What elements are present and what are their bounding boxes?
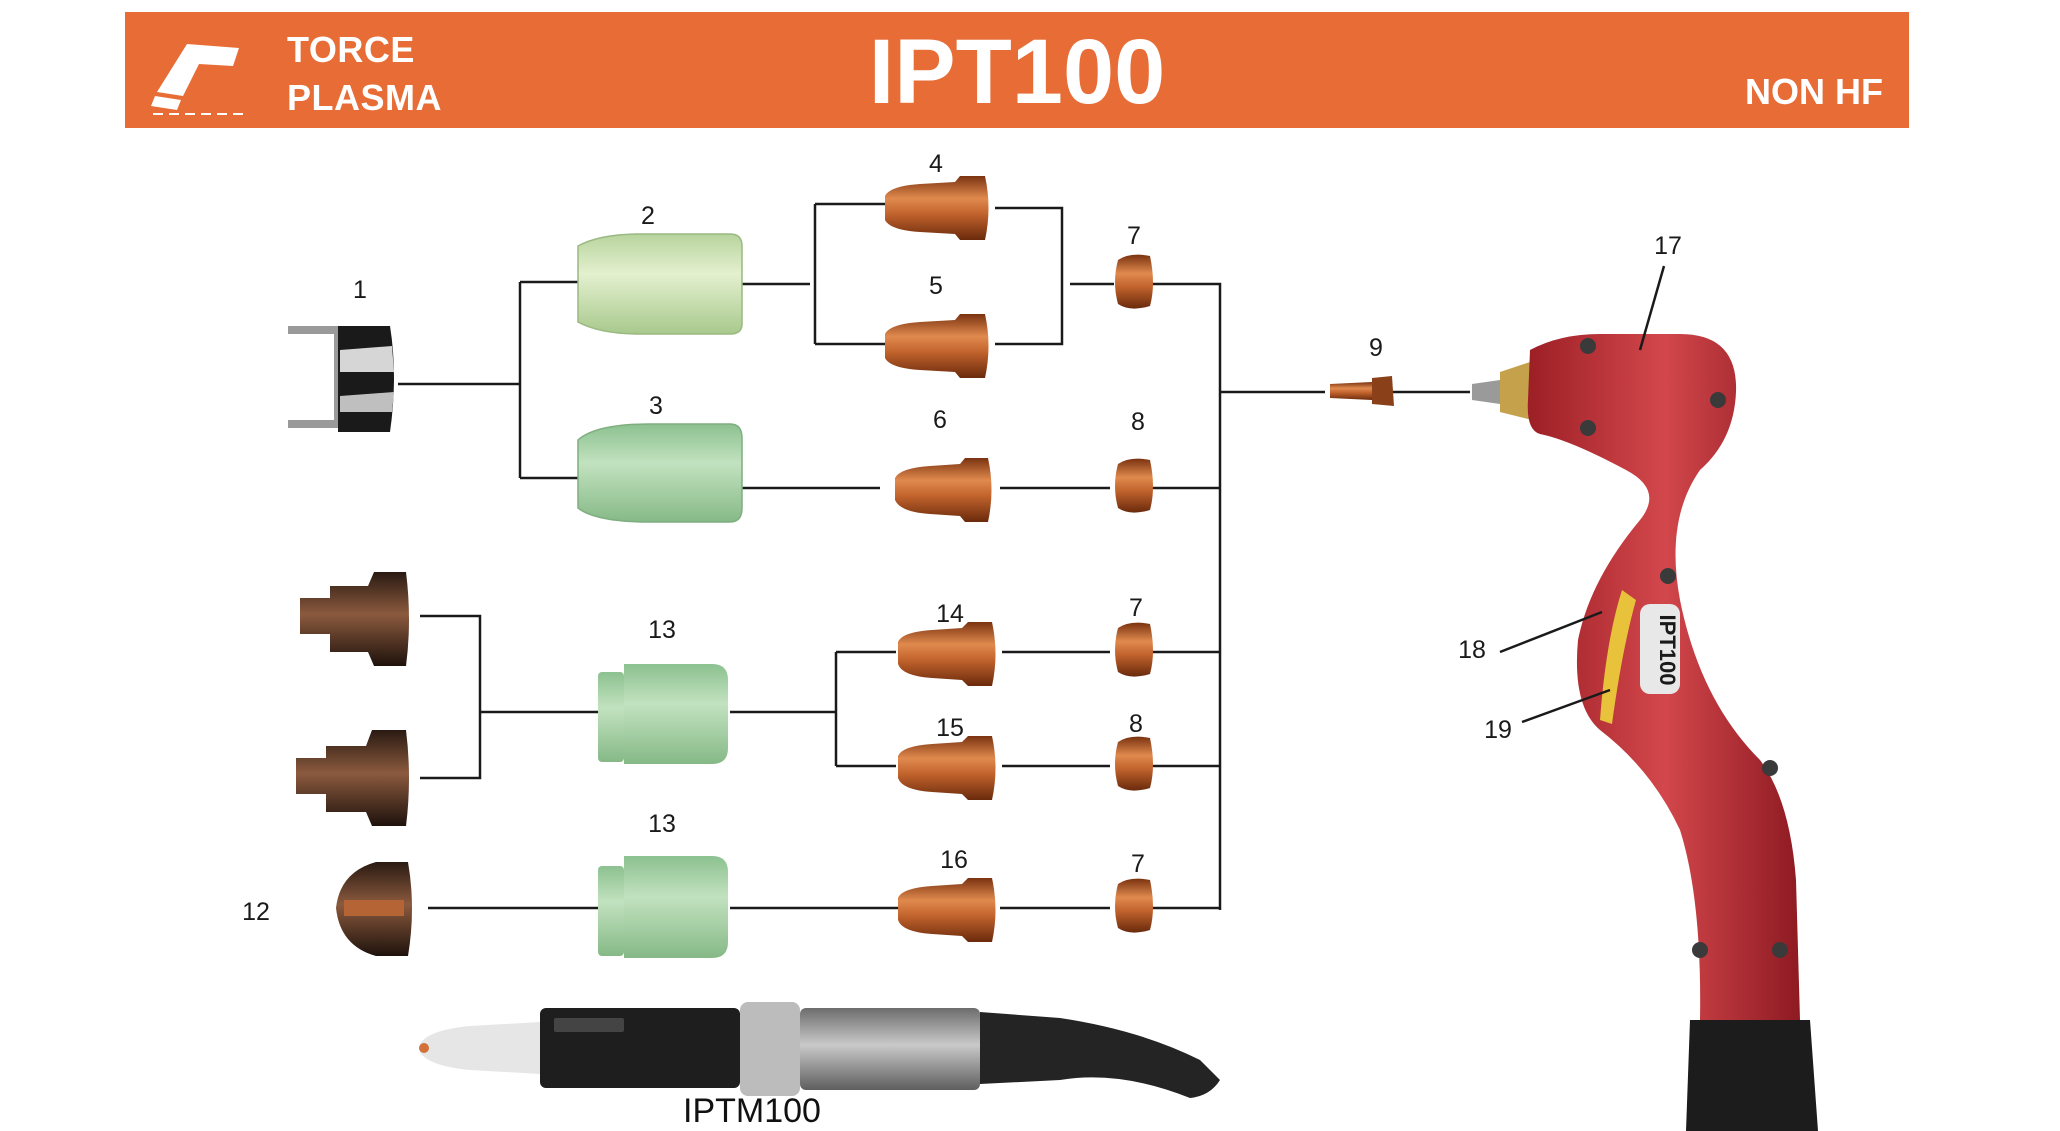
part-label-18: 18	[1458, 636, 1486, 664]
part-2-ceramic-cup	[577, 233, 743, 335]
callout-leaders	[1499, 265, 1666, 724]
part-3-ceramic-cup	[577, 423, 743, 523]
plasma-torch-logo-icon	[151, 44, 243, 115]
brand-line-1: TORCE	[287, 29, 415, 70]
iptm100-label: IPTM100	[683, 1092, 821, 1130]
part-8-swirl-ring	[1115, 458, 1153, 513]
part-label-5: 5	[929, 272, 943, 300]
part-4-nozzle	[885, 176, 989, 240]
part-13-retaining-cup-lower	[598, 856, 728, 958]
connector-lines	[398, 202, 1470, 910]
part-label-6: 6	[933, 406, 947, 434]
part-label-4: 4	[929, 150, 943, 178]
part-14-nozzle	[898, 622, 996, 686]
part-label-8-lower: 8	[1129, 710, 1143, 738]
iptm100-machine-torch	[419, 1002, 1220, 1098]
part-7-swirl-ring-lower	[1115, 622, 1153, 677]
part-10-drag-cap	[300, 572, 409, 666]
part-label-13-lower: 13	[648, 810, 676, 838]
part-label-13: 13	[648, 616, 676, 644]
part-1-shield-cap	[288, 326, 394, 432]
part-label-17: 17	[1654, 232, 1682, 260]
part-label-7: 7	[1127, 222, 1141, 250]
part-label-15: 15	[936, 714, 964, 742]
brand-line-2: PLASMA	[287, 77, 442, 118]
part-label-14: 14	[936, 600, 964, 628]
part-8-swirl-ring-lower	[1115, 736, 1153, 791]
page-title: IPT100	[868, 21, 1166, 123]
part-label-7-bottom: 7	[1131, 850, 1145, 878]
part-label-3: 3	[649, 392, 663, 420]
header-banner: TORCE PLASMA IPT100 NON HF	[125, 12, 1909, 128]
part-9-electrode	[1330, 376, 1394, 406]
part-16-nozzle	[898, 878, 996, 942]
part-label-9: 9	[1369, 334, 1383, 362]
part-11-drag-cap	[296, 730, 409, 826]
part-15-nozzle	[898, 736, 996, 800]
torch-body-text: IPT100	[1655, 615, 1680, 686]
part-5-nozzle	[885, 314, 989, 378]
part-7-swirl-ring-bottom	[1115, 878, 1153, 933]
part-label-1: 1	[353, 276, 367, 304]
part-7-swirl-ring	[1115, 254, 1153, 309]
part-label-2: 2	[641, 202, 655, 230]
part-6-nozzle	[895, 458, 992, 522]
part-label-8: 8	[1131, 408, 1145, 436]
part-label-19: 19	[1484, 716, 1512, 744]
part-label-16: 16	[940, 846, 968, 874]
part-17-hand-torch	[1472, 334, 1818, 1131]
part-label-7-lower: 7	[1129, 594, 1143, 622]
non-hf-badge: NON HF	[1745, 71, 1883, 112]
part-13-retaining-cup	[598, 664, 728, 764]
part-label-12: 12	[242, 898, 270, 926]
part-12-shield-cap	[336, 862, 412, 956]
